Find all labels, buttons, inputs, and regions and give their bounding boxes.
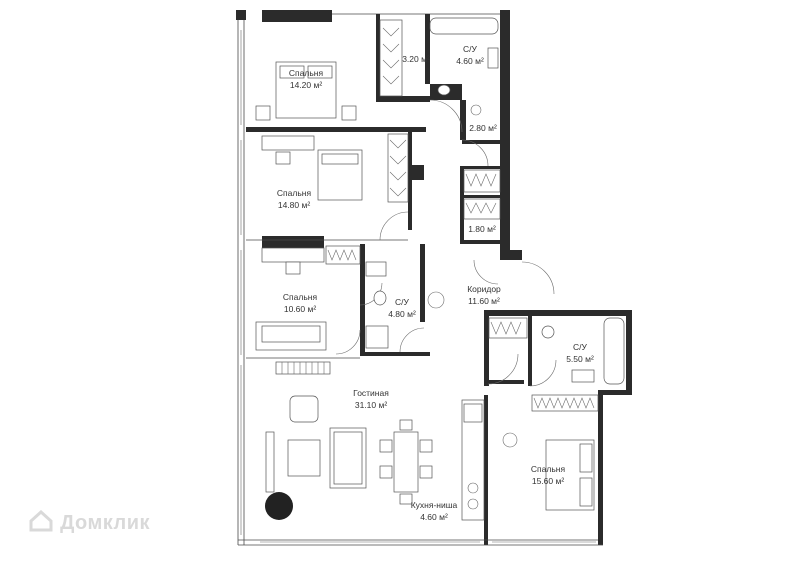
armchair — [289, 395, 319, 423]
toilet — [373, 290, 387, 306]
house-logo-icon — [29, 509, 53, 532]
kitchen-counter — [461, 399, 485, 521]
shower — [365, 325, 389, 349]
room-name-bath2: С/У — [395, 297, 410, 307]
room-area-living: 31.10 м² — [355, 400, 387, 410]
room-name-bedroom4: Спальня — [531, 464, 566, 474]
furniture — [255, 61, 595, 521]
dining-table — [393, 431, 419, 493]
sink — [571, 369, 595, 383]
watermark: Домклик — [28, 509, 151, 535]
tv-stand — [265, 431, 275, 493]
room-area-closet3: 1.80 м² — [468, 224, 496, 234]
room-area-bedroom2: 14.80 м² — [278, 200, 310, 210]
toilet — [541, 325, 555, 339]
room-area-corridor: 11.60 м² — [468, 296, 500, 306]
coffee-table — [287, 439, 321, 477]
room-area-bedroom3: 10.60 м² — [284, 304, 316, 314]
windows — [240, 30, 596, 543]
bath-fixtures — [365, 17, 625, 385]
sink — [365, 261, 387, 277]
chair — [275, 151, 291, 165]
bathtub — [603, 317, 625, 385]
room-name-bath3: С/У — [573, 342, 588, 352]
bathtub — [429, 17, 499, 35]
room-area-bath2: 4.80 м² — [388, 309, 416, 319]
room-name-bedroom1: Спальня — [289, 68, 324, 78]
room-area-bath3: 5.50 м² — [566, 354, 594, 364]
room-name-living: Гостиная — [353, 388, 389, 398]
room-area-kitchen: 4.60 м² — [420, 512, 448, 522]
desk — [261, 247, 325, 263]
sink — [487, 47, 499, 69]
chair — [285, 261, 301, 275]
room-name-bath1: С/У — [463, 44, 478, 54]
room-name-bedroom3: Спальня — [283, 292, 318, 302]
column-icon — [265, 492, 293, 520]
toilet — [437, 84, 451, 96]
room-name-kitchen: Кухня-ниша — [411, 500, 458, 510]
watermark-text: Домклик — [60, 512, 151, 534]
room-area-closet2: 2.80 м² — [469, 123, 497, 133]
round-fixture-icon — [427, 291, 445, 309]
room-area-bath1: 4.60 м² — [456, 56, 484, 66]
walls — [236, 10, 632, 546]
room-area-bedroom1: 14.20 м² — [290, 80, 322, 90]
room-labels: Спальня 14.20 м² 3.20 м² С/У 4.60 м² 2.8… — [277, 44, 594, 522]
room-area-closet1: 3.20 м² — [402, 54, 430, 64]
round-fixture-icon — [502, 432, 518, 448]
room-area-bedroom4: 15.60 м² — [532, 476, 564, 486]
room-name-corridor: Коридор — [467, 284, 501, 294]
room-name-bedroom2: Спальня — [277, 188, 312, 198]
desk — [261, 135, 315, 151]
wardrobes — [325, 19, 599, 412]
